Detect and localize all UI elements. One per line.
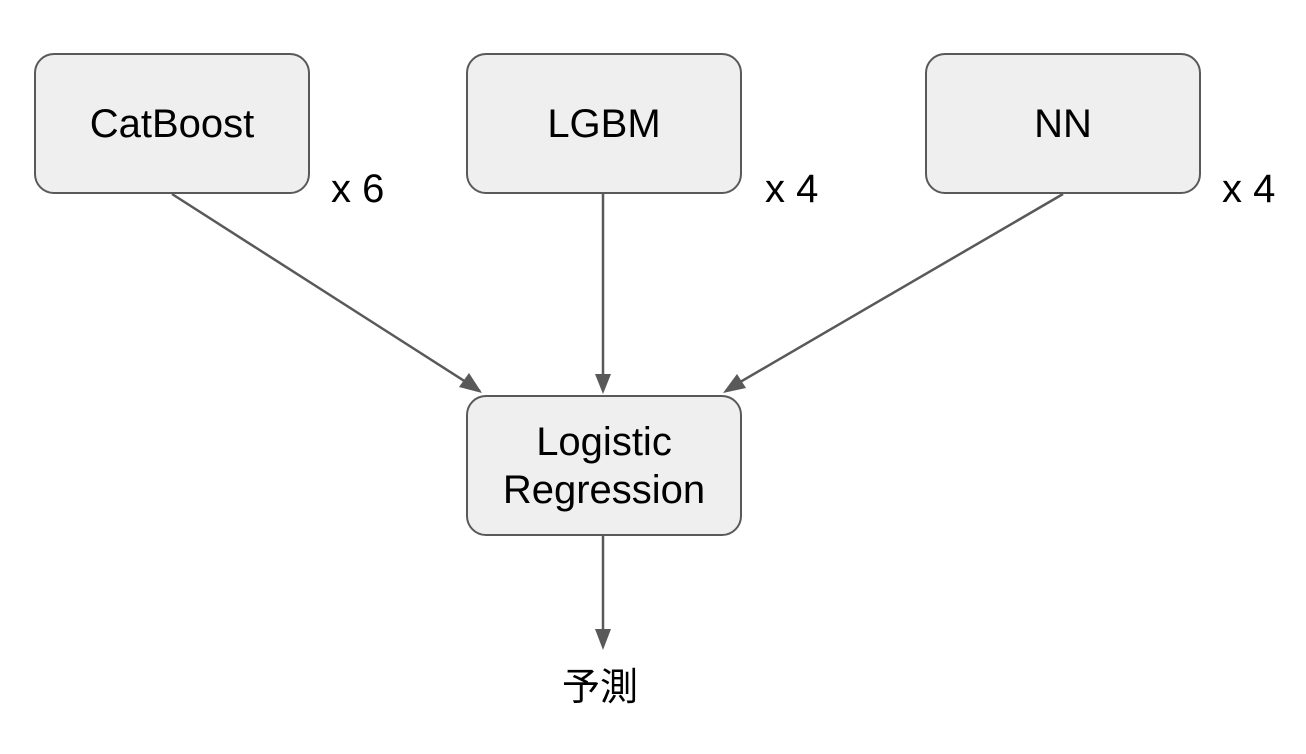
node-nn: NN: [925, 53, 1201, 194]
edge-catboost-to-logreg: [171, 192, 481, 393]
node-nn-label: NN: [1034, 101, 1092, 146]
arrowhead-nn-to-logreg: [723, 374, 746, 393]
node-catboost: CatBoost: [34, 53, 310, 194]
multiplier-catboost: x 6: [331, 167, 385, 211]
node-logistic-regression-line1: Logistic: [536, 419, 672, 464]
node-logistic-regression-line2: Regression: [502, 467, 706, 512]
multiplier-lgbm: x 4: [765, 167, 819, 211]
output-label: 予測: [562, 665, 639, 709]
node-lgbm: LGBM: [466, 53, 742, 194]
node-lgbm-label: LGBM: [547, 101, 661, 146]
node-catboost-label: CatBoost: [89, 101, 255, 146]
arrowhead-catboost-to-logreg: [459, 373, 482, 393]
node-logistic-regression: Logistic Regression: [466, 395, 742, 536]
multiplier-nn: x 4: [1222, 167, 1276, 211]
edge-nn-to-logreg: [734, 192, 1064, 387]
arrowhead-logreg-to-output: [595, 629, 611, 650]
arrowhead-lgbm-to-logreg: [595, 374, 611, 394]
